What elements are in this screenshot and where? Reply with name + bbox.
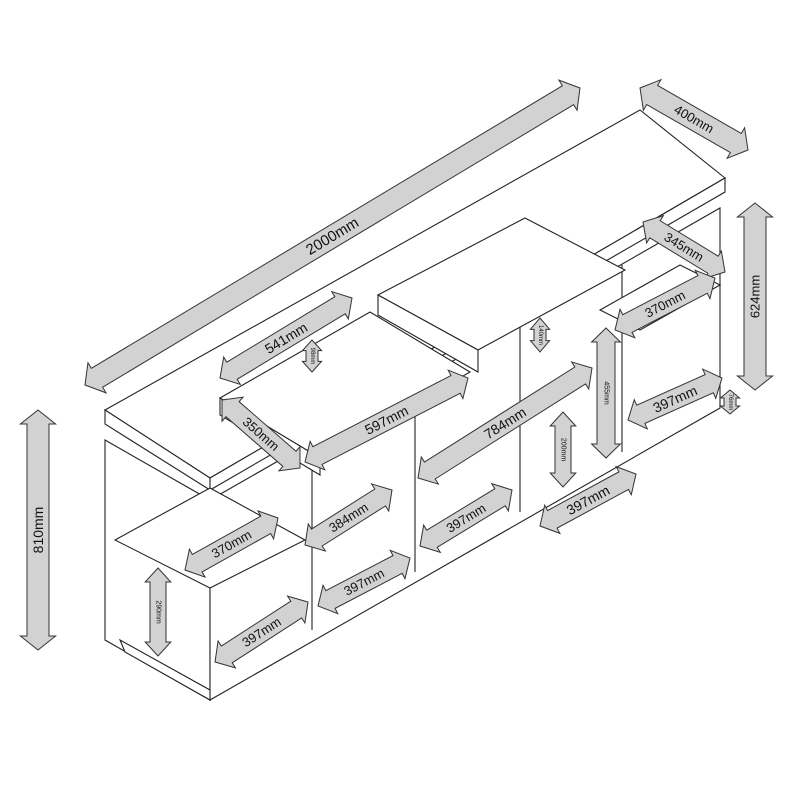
plinth xyxy=(118,638,211,701)
dimension-label: 140mm xyxy=(537,325,543,345)
dimension-784mm: 784mm xyxy=(417,361,593,485)
double-arrow-icon xyxy=(590,327,622,459)
double-arrow-icon xyxy=(219,290,353,386)
dimension-624mm: 624mm xyxy=(735,202,775,391)
dimension-76mm: 76mm xyxy=(719,389,741,415)
dimension-455mm: 455mm xyxy=(590,327,622,459)
dimension-290mm: 290mm xyxy=(144,567,172,657)
dimension-label: 810mm xyxy=(30,507,46,554)
shelf-left xyxy=(113,487,307,589)
dimension-140mm: 140mm xyxy=(529,317,551,353)
double-arrow-icon xyxy=(417,361,593,485)
double-arrow-icon xyxy=(18,409,58,651)
double-arrow-icon xyxy=(639,78,749,160)
dimension-98mm: 98mm xyxy=(301,339,323,373)
double-arrow-icon xyxy=(184,509,279,579)
double-arrow-icon xyxy=(614,269,716,339)
double-arrow-icon xyxy=(144,567,172,657)
double-arrow-icon xyxy=(214,595,309,669)
dimension-200mm: 200mm xyxy=(549,411,577,488)
double-arrow-icon xyxy=(735,202,775,391)
dimension-label: 290mm xyxy=(155,600,162,624)
double-arrow-icon xyxy=(419,482,513,554)
double-arrow-icon xyxy=(549,411,577,488)
dimension-label: 98mm xyxy=(309,348,315,365)
dimension-397mm: 397mm xyxy=(214,595,309,669)
double-arrow-icon xyxy=(84,79,581,394)
double-arrow-icon xyxy=(627,368,723,430)
double-arrow-icon xyxy=(301,339,323,373)
double-arrow-icon xyxy=(719,389,741,415)
dimension-397mm: 397mm xyxy=(627,368,723,430)
double-arrow-icon xyxy=(642,214,726,280)
drawer-right-front xyxy=(377,294,479,373)
double-arrow-icon xyxy=(317,549,411,615)
dimension-810mm: 810mm xyxy=(18,409,58,651)
dimension-label: 455mm xyxy=(603,381,610,405)
double-arrow-icon xyxy=(221,396,301,472)
dimension-label: 624mm xyxy=(748,275,763,318)
double-arrow-icon xyxy=(529,317,551,353)
dimension-label: 200mm xyxy=(560,438,567,462)
double-arrow-icon xyxy=(304,369,469,471)
double-arrow-icon xyxy=(304,483,393,552)
dimension-label: 76mm xyxy=(727,394,733,411)
double-arrow-icon xyxy=(539,465,637,535)
